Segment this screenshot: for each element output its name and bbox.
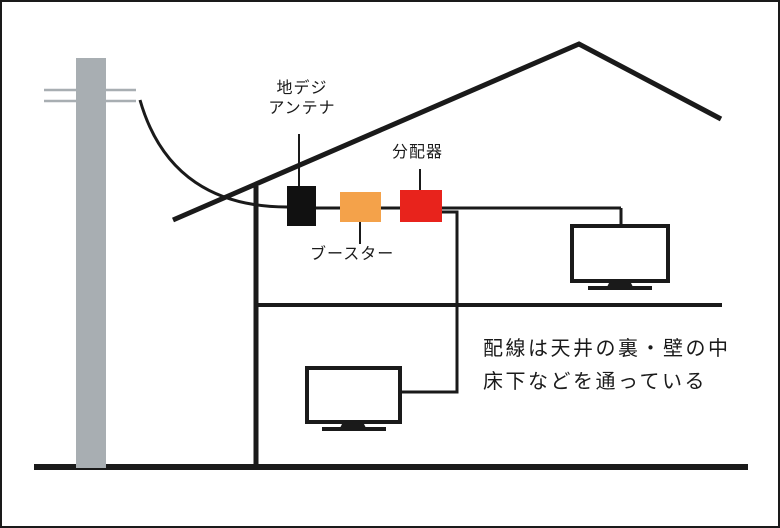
splitter-box: [400, 190, 442, 222]
booster-box: [340, 192, 381, 222]
utility-pole-icon: [76, 58, 106, 468]
tv-icon: [305, 366, 402, 431]
wiring-note-line2: 床下などを通っている: [483, 369, 707, 393]
antenna-label-line2: アンテナ: [268, 98, 336, 117]
antenna-label-line1: 地デジ: [276, 78, 328, 97]
antenna-label: 地デジ アンテナ: [260, 78, 344, 118]
wiring-note: 配線は天井の裏・壁の中 床下などを通っている: [483, 332, 731, 398]
splitter-label: 分配器: [392, 142, 444, 161]
incoming-cable: [138, 99, 288, 209]
house-roof: [172, 41, 723, 223]
booster-label: ブースター: [310, 244, 395, 263]
tv-icon: [570, 224, 670, 290]
wiring-note-line1: 配線は天井の裏・壁の中: [483, 336, 731, 360]
antenna-box: [287, 186, 316, 226]
cable-to-lower-tv: [400, 210, 459, 394]
